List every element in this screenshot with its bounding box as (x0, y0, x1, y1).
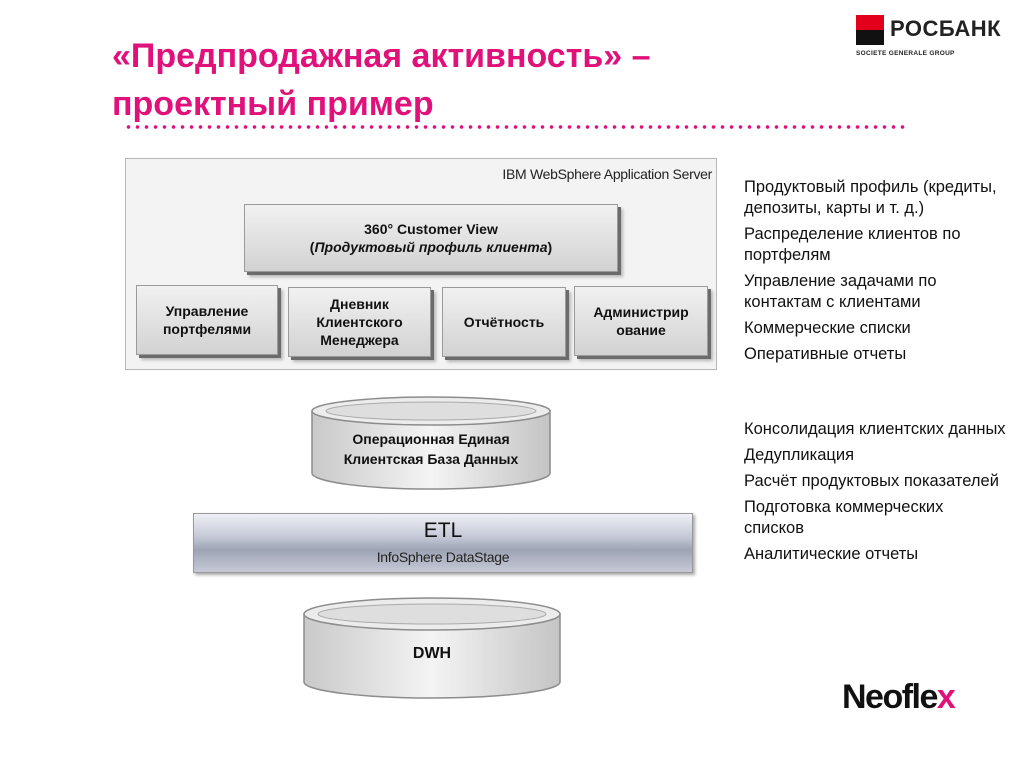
etl-bar: ETL InfoSphere DataStage (193, 513, 693, 573)
title-line-1: «Предпродажная активность» – (112, 37, 651, 75)
dotted-divider (124, 124, 908, 130)
neoflex-logo: Neoflex (842, 678, 956, 716)
list-item: Расчёт продуктовых показателей (744, 472, 999, 490)
list-item: Коммерческие списки (744, 319, 911, 337)
customer-view-title: 360° Customer View (364, 221, 498, 237)
etl-title: ETL (423, 519, 463, 542)
list-item: Продуктовый профиль (кредиты, депозиты, … (744, 178, 997, 217)
list-item: Управление задачами по контактам с клиен… (744, 272, 937, 311)
dwh-cylinder: DWH (300, 594, 564, 704)
operational-db-cylinder: Операционная Единая Клиентская База Данн… (308, 393, 554, 495)
list-item: Консолидация клиентских данных (744, 420, 1006, 438)
server-label: IBM WebSphere Application Server (502, 166, 712, 182)
rosbank-logo: РОСБАНК SOCIETE GENERALE GROUP (856, 13, 1002, 59)
customer-view-subtitle: (Продуктовый профиль клиента) (309, 239, 553, 255)
operational-db-line-1: Операционная Единая (352, 431, 510, 447)
list-item: Аналитические отчеты (744, 545, 919, 563)
dwh-label: DWH (412, 645, 452, 662)
rosbank-name: РОСБАНК (890, 16, 1002, 41)
list-item: Дедупликация (744, 446, 855, 464)
database-icon (311, 396, 551, 490)
page-title: «Предпродажная активность» – проектный п… (112, 32, 752, 128)
operational-db-line-2: Клиентская База Данных (343, 451, 519, 467)
rosbank-emblem-icon (856, 15, 884, 45)
neoflex-x-mark: x (936, 678, 956, 716)
list-item: Подготовка коммерческих списков (744, 498, 944, 537)
customer-view-box: 360° Customer View (Продуктовый профиль … (244, 204, 618, 272)
database-icon (303, 597, 561, 699)
module-reporting: Отчётность (442, 287, 566, 357)
list-item: Распределение клиентов по портфелям (744, 225, 961, 264)
features-bottom-list: Консолидация клиентских данных Дедуплика… (744, 419, 1006, 570)
rosbank-subtitle: SOCIETE GENERALE GROUP (856, 50, 955, 57)
etl-subtitle: InfoSphere DataStage (376, 549, 510, 565)
features-top-list: Продуктовый профиль (кредиты, депозиты, … (744, 177, 1006, 370)
title-line-2: проектный пример (112, 85, 434, 123)
list-item: Оперативные отчеты (744, 345, 907, 363)
